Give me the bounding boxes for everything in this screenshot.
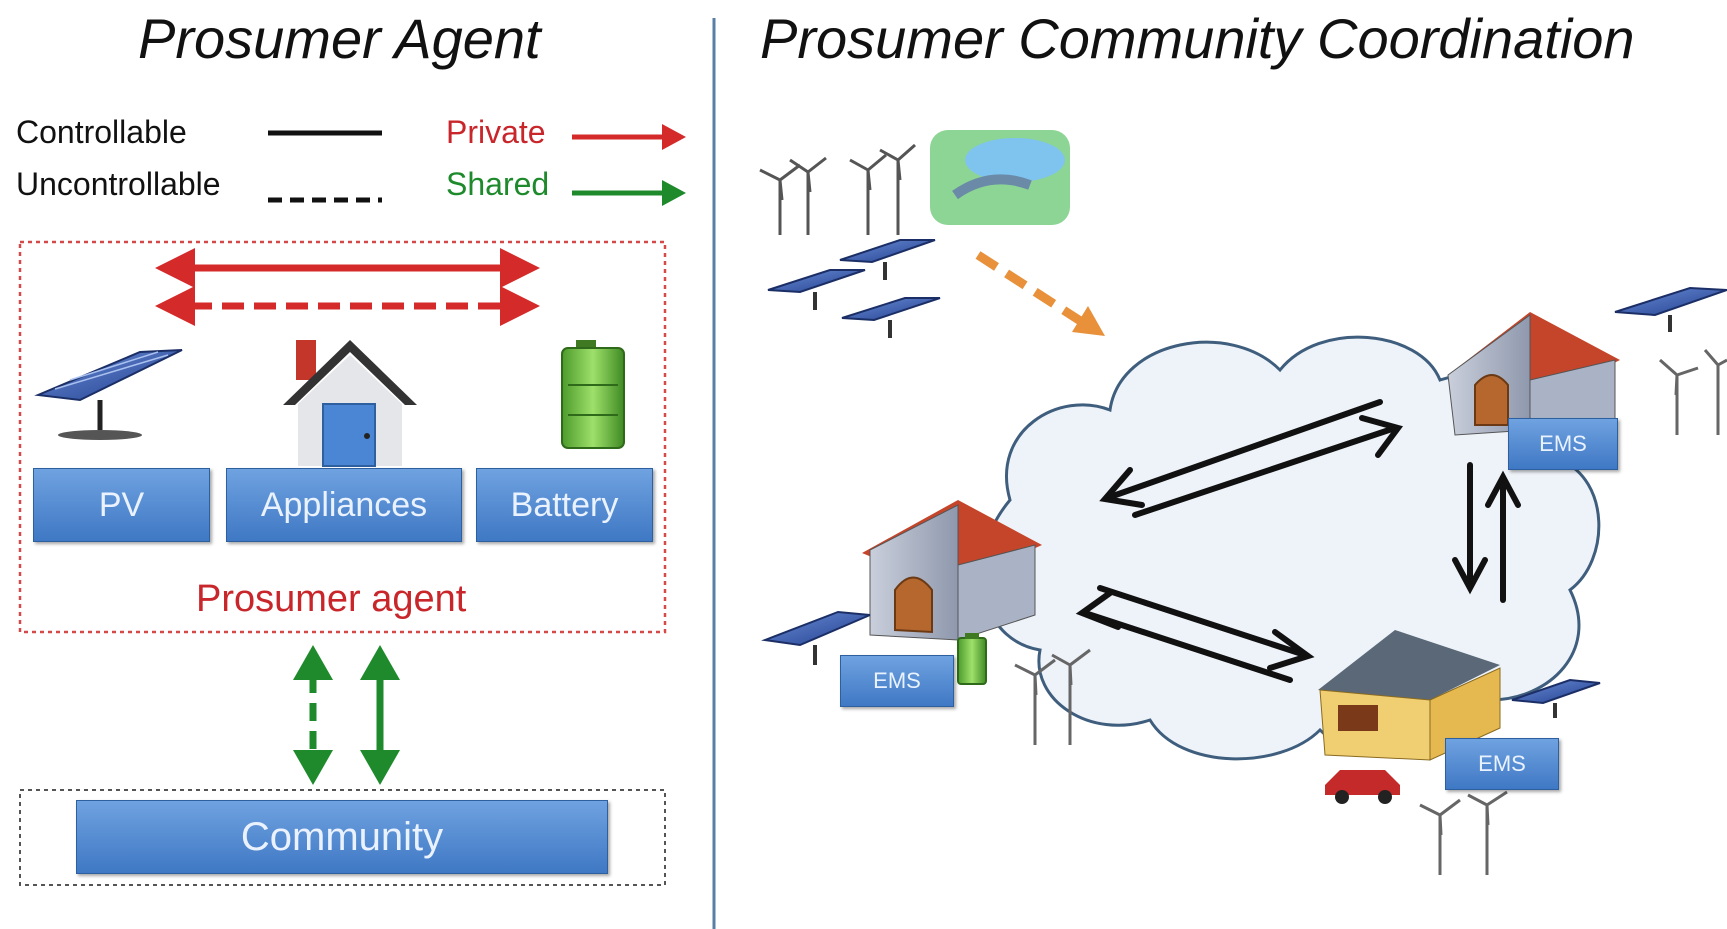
exchange-arrows-right (1452, 462, 1521, 603)
solar-panel-top-right-icon (1614, 286, 1727, 332)
house-icon (283, 340, 417, 467)
shared-solid-double-arrow (360, 645, 400, 785)
wind-turbines-left-icon (1014, 648, 1091, 745)
generation-flow-arrow (975, 251, 1105, 336)
prosumer-agent-boundary (18, 240, 667, 634)
ems-box-top-right: EMS (1508, 418, 1618, 470)
solar-farm-icon (767, 239, 941, 338)
left-panel-title: Prosumer Agent (138, 7, 541, 70)
battery-icon (561, 340, 625, 449)
shared-dashed-double-arrow (293, 645, 333, 785)
community-box: Community (76, 800, 608, 874)
pv-box: PV (33, 468, 210, 542)
wind-turbine-top-right-icon (1659, 349, 1727, 435)
battery-box: Battery (476, 468, 653, 542)
prosumer-agent-label: Prosumer agent (196, 578, 467, 620)
right-panel-title: Prosumer Community Coordination (760, 7, 1635, 70)
house-bottom-right-icon (1318, 630, 1501, 761)
legend-shared-label: Shared (446, 166, 550, 202)
legend-shared-arrow (572, 180, 686, 206)
hydro-dam-icon (930, 130, 1070, 225)
exchange-arrows-top (1099, 399, 1404, 518)
exchange-arrows-bottom (1075, 585, 1315, 683)
car-icon (1325, 770, 1400, 804)
wind-turbines-icon (759, 143, 916, 235)
private-solid-double-arrow (155, 248, 540, 288)
legend-uncontrollable-label: Uncontrollable (16, 166, 221, 202)
private-dashed-double-arrow (155, 286, 540, 326)
legend-controllable-label: Controllable (16, 114, 187, 150)
appliances-box: Appliances (226, 468, 462, 542)
battery-left-icon (957, 633, 987, 685)
community-boundary (19, 789, 666, 886)
solar-panel-left-icon (761, 610, 871, 665)
solar-panel-icon (34, 349, 183, 440)
ems-box-left: EMS (840, 655, 954, 707)
legend-private-label: Private (446, 114, 546, 150)
wind-turbines-bottom-icon (1419, 790, 1508, 875)
house-top-right-icon (1447, 312, 1620, 436)
ems-box-bottom-right: EMS (1445, 738, 1559, 790)
house-left-icon (862, 500, 1042, 641)
solar-panel-bottom-right-icon (1511, 678, 1601, 718)
legend-private-arrow (572, 124, 686, 150)
